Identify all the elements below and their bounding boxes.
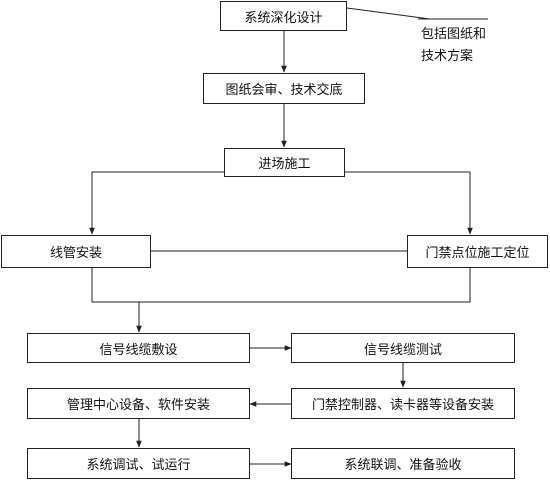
node-conduit: 线管安装 xyxy=(1,235,151,268)
annotation-line-2: 技术方案 xyxy=(421,49,474,64)
annotation-text: 包括图纸和 技术方案 xyxy=(421,24,486,68)
annotation-leader-line xyxy=(346,7,431,20)
node-debug: 系统调试、试运行 xyxy=(27,448,250,479)
node-review: 图纸会审、技术交底 xyxy=(203,73,365,104)
node-enter: 进场施工 xyxy=(224,148,345,177)
node-cable-test: 信号线缆测试 xyxy=(291,333,515,363)
node-controller-install: 门禁控制器、读卡器等设备安装 xyxy=(291,388,515,419)
node-center-install: 管理中心设备、软件安装 xyxy=(27,388,250,419)
node-cable-laying: 信号线缆敷设 xyxy=(27,333,250,363)
node-joint-debug: 系统联调、准备验收 xyxy=(291,448,515,479)
node-design: 系统深化设计 xyxy=(220,1,347,31)
arrow-enter-to-door-position xyxy=(345,171,473,235)
annotation-line-1: 包括图纸和 xyxy=(421,27,487,42)
merge-line xyxy=(91,268,471,303)
node-door-position: 门禁点位施工定位 xyxy=(407,235,548,268)
arrow-enter-to-conduit xyxy=(89,171,224,235)
